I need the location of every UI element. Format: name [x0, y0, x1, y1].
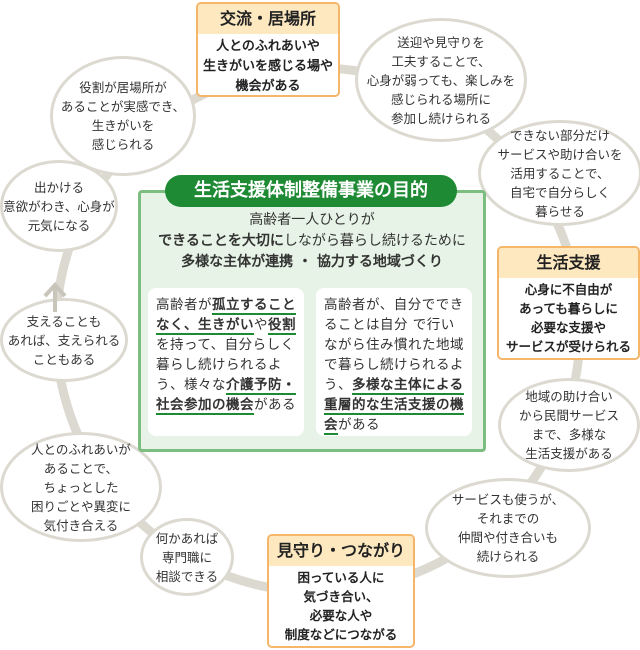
highlight: 役割: [268, 317, 296, 335]
card-right: 高齢者が、自分でできることは自分 で行いながら住み慣れた地域で暮らし続けられるよ…: [316, 288, 472, 436]
lead-rest: しながら暮らし続けるために: [283, 233, 466, 249]
highlight: 孤立することなく、生きがい: [156, 297, 296, 335]
box-body: 困っている人に 気づき合い、 必要な人や 制度などにつながる: [284, 570, 398, 642]
text: 高齢者が、自分でできることは自分 で行いながら住み慣れた地域で暮らし続けられるよ…: [324, 297, 464, 393]
bubble-yakuwari: 役割が居場所が あることが実感でき、 生きがいを 感じられる: [50, 56, 196, 176]
arrow-up-icon: [43, 282, 67, 312]
highlight: 介護予防・社会参加の機会: [156, 377, 296, 415]
lead-bold: できることを大切に: [158, 233, 284, 249]
text: がある: [254, 397, 296, 413]
bubble-nanika: 何かあれば 専門職に 相談できる: [140, 518, 234, 596]
highlight: 多様な主体による重層的な生活支援の機会: [324, 377, 464, 435]
card-left: 高齢者が孤立することなく、生きがいや役割を持って、自分らしく暮らし続けられるよう…: [148, 288, 304, 436]
bubble-dekinai: できない部分だけ サービスや助け合いを 活用することで、 自宅で自分らしく 暮ら…: [478, 120, 640, 226]
box-koryu: 交流・居場所 人とのふれあいや 生きがいを感じる場や 機会がある: [196, 2, 340, 97]
bubble-service: サービスも使うが、 それまでの 仲間や付き合いも 続けられる: [425, 478, 591, 578]
box-seikatsu: 生活支援 心身に不自由が あっても暮らしに 必要な支援や サービスが受けられる: [497, 246, 640, 360]
lead-line-1: 高齢者一人ひとりが: [249, 212, 375, 228]
box-mimamori: 見守り・つながり 困っている人に 気づき合い、 必要な人や 制度などにつながる: [267, 534, 415, 648]
bubble-sasaeru: 支えることも あれば、支えられる こともある: [0, 298, 128, 382]
lead-line-3: 多様な主体が連携 ・ 協力する地域づくり: [181, 254, 443, 270]
text: を持って、自分らしく暮らし続けられるよう、様々な: [156, 337, 295, 393]
text: や: [254, 317, 268, 333]
bubble-chiiki: 地域の助け合い から民間サービス まで、多様な 生活支援がある: [498, 378, 640, 472]
bubble-sogei: 送迎や見守りを 工夫することで、 心身が弱っても、楽しみを 感じられる場所に 参…: [355, 18, 527, 142]
box-body: 心身に不自由が あっても暮らしに 必要な支援や サービスが受けられる: [505, 282, 631, 354]
box-title: 交流・居場所: [198, 4, 338, 34]
bubble-fureai: 人とのふれあいが あることで、 ちょっとした 困りごとや異変に 気付き合える: [0, 432, 162, 542]
box-title: 生活支援: [499, 248, 638, 278]
purpose-title: 生活支援体制整備事業の目的: [165, 175, 457, 207]
box-title: 見守り・つながり: [269, 536, 413, 566]
text: がある: [338, 417, 380, 433]
purpose-lead: 高齢者一人ひとりが できることを大切にしながら暮らし続けるために 多様な主体が連…: [140, 210, 484, 273]
bubble-dekakeru: 出かける 意欲がわき、心身が 元気になる: [0, 160, 118, 252]
text: 高齢者が: [156, 297, 212, 313]
box-body: 人とのふれあいや 生きがいを感じる場や 機会がある: [202, 39, 333, 94]
